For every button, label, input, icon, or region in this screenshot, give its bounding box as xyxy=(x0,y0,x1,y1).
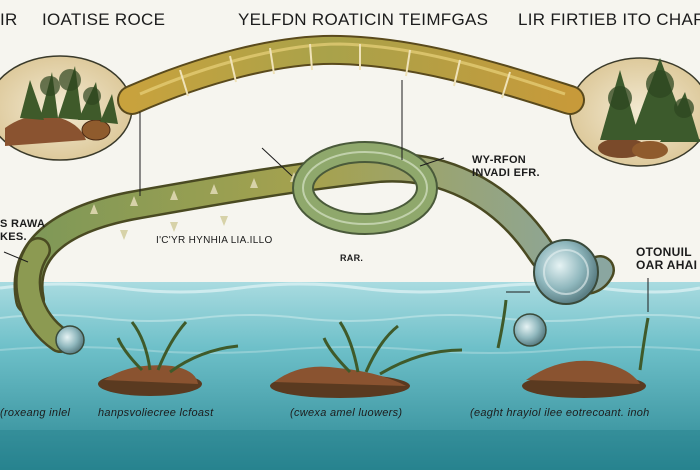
heading-right: LIR FIRTIEB ITO CHAR.I xyxy=(518,10,700,29)
upper-tube xyxy=(117,34,585,115)
label-body-mid: I'C'YR HYNHIA LIA.ILLO xyxy=(156,235,273,246)
island-center xyxy=(270,321,463,398)
label-right-side-line2: OAR AHAI xyxy=(636,258,698,272)
label-left-side-line2: KES. xyxy=(0,231,27,243)
heading-left: IOATISE ROCE xyxy=(42,10,166,29)
leader-lines xyxy=(3,80,649,312)
label-upper-mid-line1: WY-RFON xyxy=(472,154,527,166)
heading-center: YELFDN ROATICIN TEIMFGAS xyxy=(238,10,489,29)
label-right-side: OTONUIL OAR AHAI xyxy=(636,246,697,272)
caption-right: (eaght hrayiol ilee eotrecoant. inoh xyxy=(470,407,650,419)
caption-center-right: (cwexa amel luowers) xyxy=(290,407,403,419)
caption-left: (roxeang inlel xyxy=(0,407,71,419)
island-left xyxy=(98,321,239,396)
right-end-bulb xyxy=(513,239,599,347)
label-left-side: S RAWA KES. xyxy=(0,218,45,244)
left-vignette xyxy=(0,55,133,161)
island-right xyxy=(496,299,650,398)
label-upper-mid: WY-RFON INVADI EFR. xyxy=(472,154,540,180)
label-left-side-line1: S RAWA xyxy=(0,218,46,230)
caption-center-left: hanpsvoliecree lcfoast xyxy=(98,407,214,419)
heading-left-fragment: IR xyxy=(0,10,18,29)
label-right-side-line1: OTONUIL xyxy=(636,245,692,259)
label-center-small: RAR. xyxy=(340,253,364,263)
label-upper-mid-line2: INVADI EFR. xyxy=(472,167,540,179)
right-vignette xyxy=(569,57,700,167)
